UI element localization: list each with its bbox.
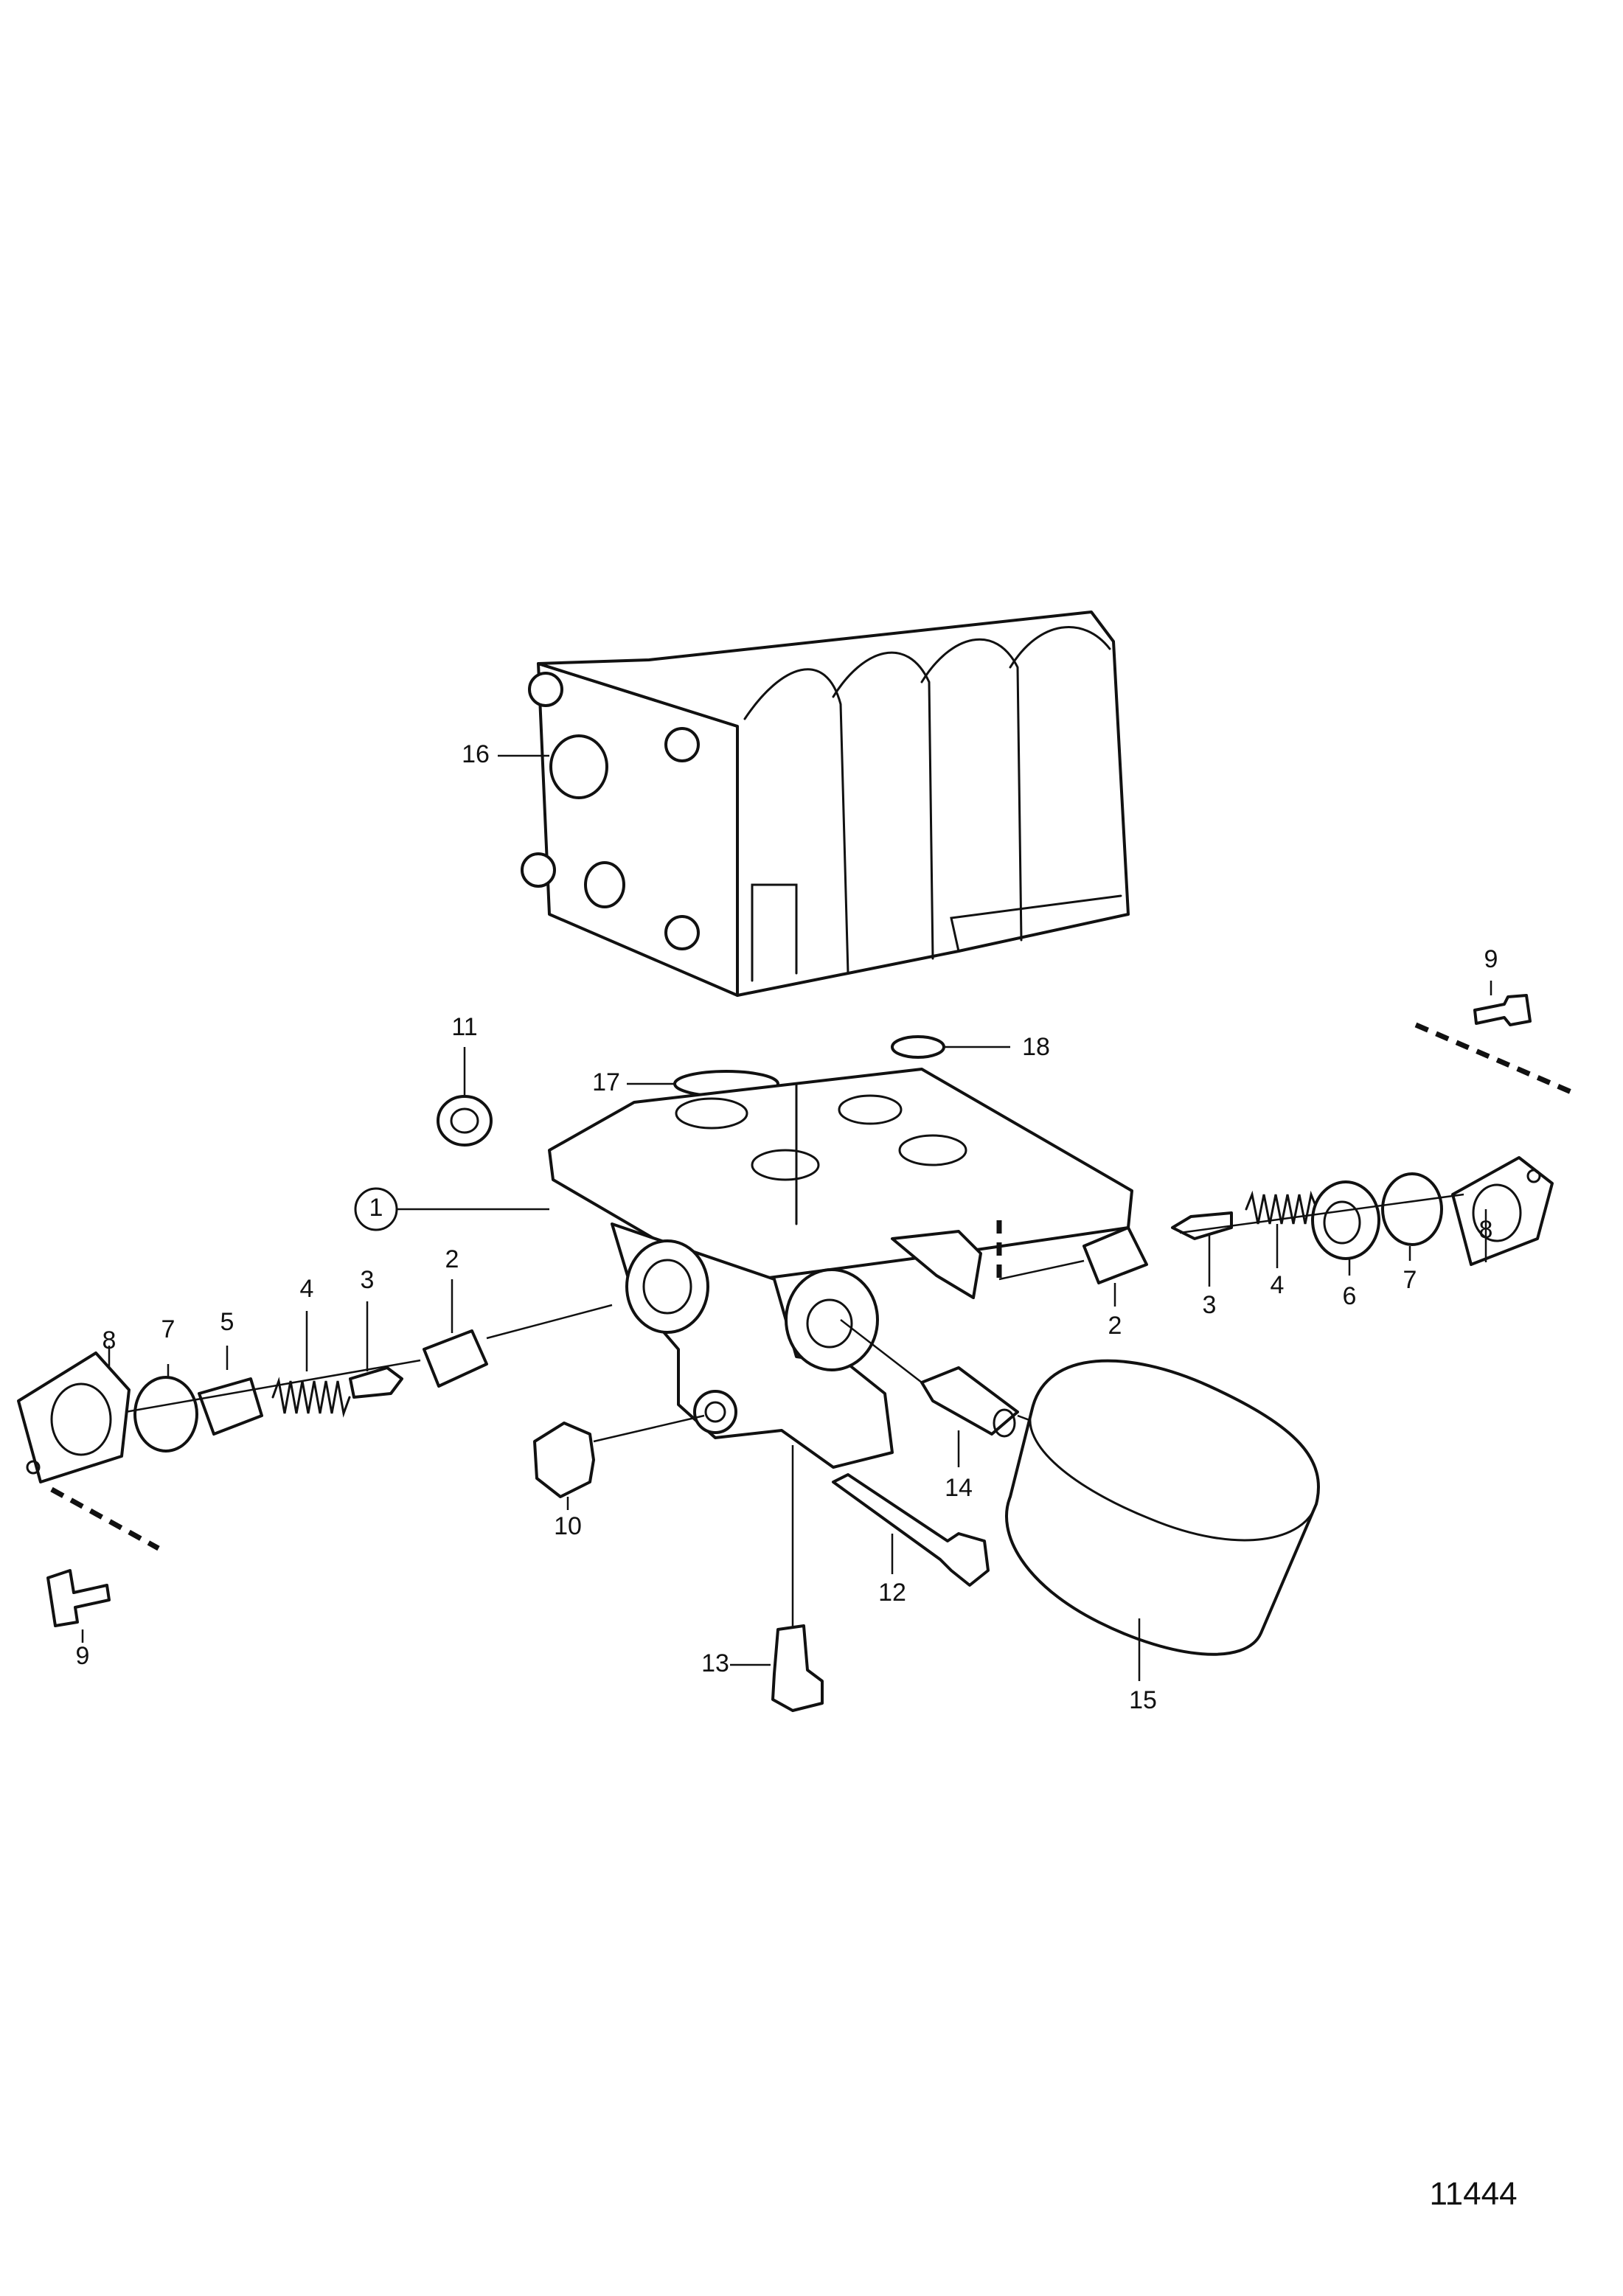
spring-part-4-right xyxy=(1245,1190,1318,1225)
callout-6: 6 xyxy=(1343,1282,1357,1310)
callout-17: 17 xyxy=(592,1068,620,1096)
valve-part-6 xyxy=(1311,1180,1380,1260)
callout-14: 14 xyxy=(945,1474,973,1502)
callout-3-left: 3 xyxy=(361,1266,375,1294)
callout-8-right: 8 xyxy=(1479,1216,1493,1244)
callout-2-left: 2 xyxy=(445,1245,459,1273)
sleeve-part-2-left xyxy=(423,1329,488,1388)
nipple-part-14 xyxy=(920,1366,1019,1436)
flange-cover-part-8-right xyxy=(1451,1156,1554,1266)
callout-8-left: 8 xyxy=(102,1326,117,1354)
bolt-part-12 xyxy=(832,1473,990,1587)
oil-cooler-part-16 xyxy=(521,610,1130,997)
callout-2-right: 2 xyxy=(1108,1312,1122,1340)
pin-part-3-left xyxy=(349,1366,403,1399)
callout-7-left: 7 xyxy=(161,1315,175,1343)
bolt-part-9-left xyxy=(46,1569,111,1627)
callout-5: 5 xyxy=(220,1308,234,1336)
seal-ring-part-11 xyxy=(437,1095,493,1147)
bolt-part-9-right xyxy=(1473,994,1532,1026)
callout-16: 16 xyxy=(462,740,490,768)
spring-part-4-left xyxy=(271,1377,351,1418)
callout-4-left: 4 xyxy=(300,1275,314,1303)
valve-piston-part-5 xyxy=(198,1377,263,1436)
callout-3-right: 3 xyxy=(1203,1291,1217,1319)
callout-13: 13 xyxy=(701,1649,729,1677)
sleeve-part-2-right xyxy=(1082,1226,1148,1284)
o-ring-part-18 xyxy=(891,1035,945,1059)
callout-18: 18 xyxy=(1022,1033,1050,1061)
o-ring-part-7-left xyxy=(133,1376,198,1453)
callout-9-left: 9 xyxy=(76,1642,90,1670)
oil-filter-part-15 xyxy=(1005,1359,1320,1656)
filter-housing-part-1 xyxy=(548,1068,1133,1469)
callout-9-right: 9 xyxy=(1484,945,1498,973)
callout-12: 12 xyxy=(878,1579,906,1607)
pin-part-3-right xyxy=(1171,1211,1233,1240)
drawing-reference-number: 11444 xyxy=(1429,2176,1517,2212)
o-ring-part-7-right xyxy=(1381,1172,1443,1246)
flange-cover-part-8-left xyxy=(17,1351,131,1483)
callout-11: 11 xyxy=(451,1013,477,1041)
callout-10: 10 xyxy=(554,1512,582,1540)
callout-4-right: 4 xyxy=(1271,1271,1285,1299)
callout-15: 15 xyxy=(1129,1686,1157,1714)
plug-part-10 xyxy=(533,1422,595,1498)
callout-1: 1 xyxy=(369,1194,383,1222)
callout-7-right: 7 xyxy=(1403,1266,1417,1294)
bolt-part-13 xyxy=(771,1624,824,1712)
